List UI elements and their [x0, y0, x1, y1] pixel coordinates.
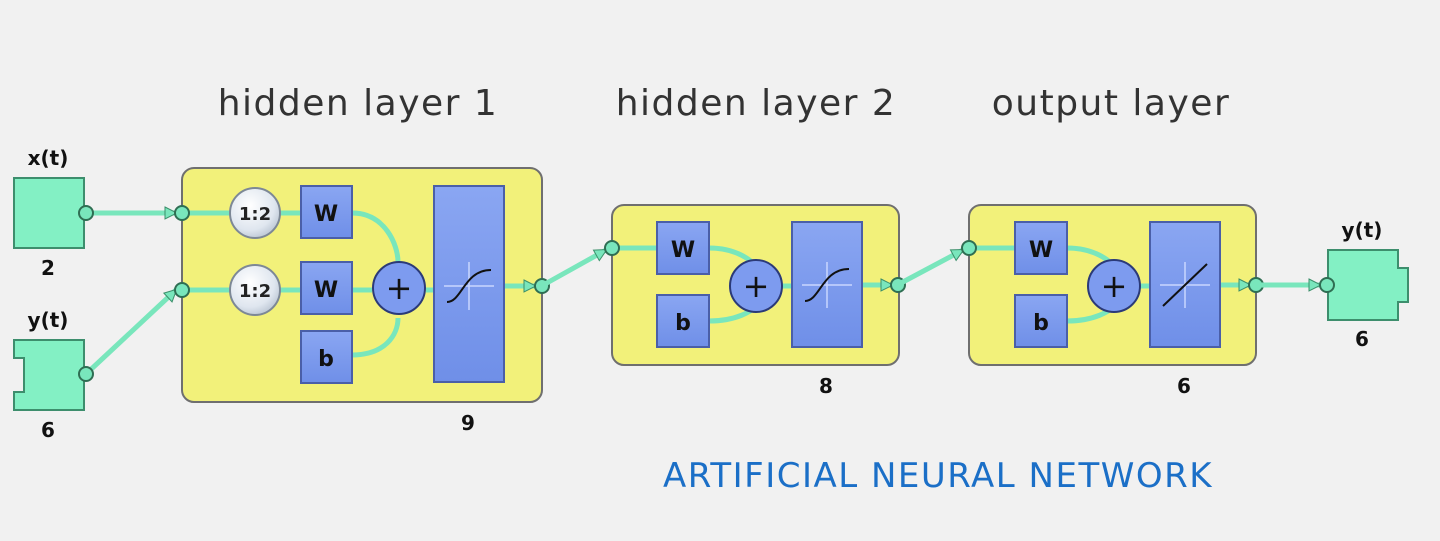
layer1-size: 9 — [461, 411, 475, 435]
svg-text:W: W — [1029, 238, 1053, 263]
svg-text:+: + — [1101, 267, 1128, 305]
transfer-tansig-block-layer2 — [791, 221, 863, 348]
bias-block: b — [300, 330, 353, 384]
port-layer2-in — [604, 240, 620, 256]
sum-node-layer2: + — [729, 259, 783, 313]
svg-text:+: + — [743, 267, 770, 305]
port-layer1-in-2 — [174, 282, 190, 298]
output-y-size: 6 — [1355, 327, 1369, 351]
weight-block-2: W — [300, 261, 353, 315]
svg-text:1:2: 1:2 — [239, 204, 271, 225]
weight-block-output: W — [1014, 221, 1068, 275]
connector-layer1-to-layer2 — [543, 247, 606, 287]
port-y-in — [1319, 277, 1335, 293]
svg-text:b: b — [318, 347, 334, 372]
connector-y-to-layer1 — [84, 288, 178, 376]
svg-text:+: + — [386, 269, 413, 307]
input-y-label: y(t) — [28, 308, 69, 332]
input-y-size: 6 — [41, 418, 55, 442]
svg-text:W: W — [314, 202, 338, 227]
layer-title-output: output layer — [992, 83, 1231, 124]
weight-block-layer2: W — [656, 221, 710, 275]
layer-title-hidden-2: hidden layer 2 — [616, 83, 897, 124]
output-y-block — [1327, 249, 1409, 321]
svg-text:b: b — [675, 311, 691, 336]
sum-node: + — [372, 261, 426, 315]
sum-node-output: + — [1087, 259, 1141, 313]
output-y-label: y(t) — [1342, 218, 1383, 242]
svg-text:W: W — [314, 278, 338, 303]
weight-block-1: W — [300, 185, 353, 239]
bias-block-output: b — [1014, 294, 1068, 348]
connector-layer2-to-output — [899, 247, 963, 286]
port-output-in — [961, 240, 977, 256]
footer-title: ARTIFICIAL NEURAL NETWORK — [663, 456, 1213, 496]
delay-block-2: 1:2 — [229, 264, 281, 316]
layer-title-hidden-1: hidden layer 1 — [218, 83, 499, 124]
port-y-out — [78, 366, 94, 382]
hidden-layer-2: W b + 8 — [604, 204, 906, 398]
input-x-size: 2 — [41, 256, 55, 280]
layer2-size: 8 — [819, 374, 833, 398]
port-layer1-in-1 — [174, 205, 190, 221]
input-x-block — [13, 177, 85, 249]
input-y-block — [13, 339, 85, 411]
transfer-tansig-block — [433, 185, 505, 383]
input-x-label: x(t) — [28, 146, 69, 170]
svg-text:1:2: 1:2 — [239, 281, 271, 302]
output-layer-size: 6 — [1177, 374, 1191, 398]
bias-block-layer2: b — [656, 294, 710, 348]
output-layer: W b + 6 — [961, 204, 1264, 398]
delay-block-1: 1:2 — [229, 187, 281, 239]
port-x-out — [78, 205, 94, 221]
transfer-purelin-block — [1149, 221, 1221, 348]
hidden-layer-1: 1:2 1:2 W W b + 9 — [174, 167, 550, 435]
svg-text:b: b — [1033, 311, 1049, 336]
svg-text:W: W — [671, 238, 695, 263]
